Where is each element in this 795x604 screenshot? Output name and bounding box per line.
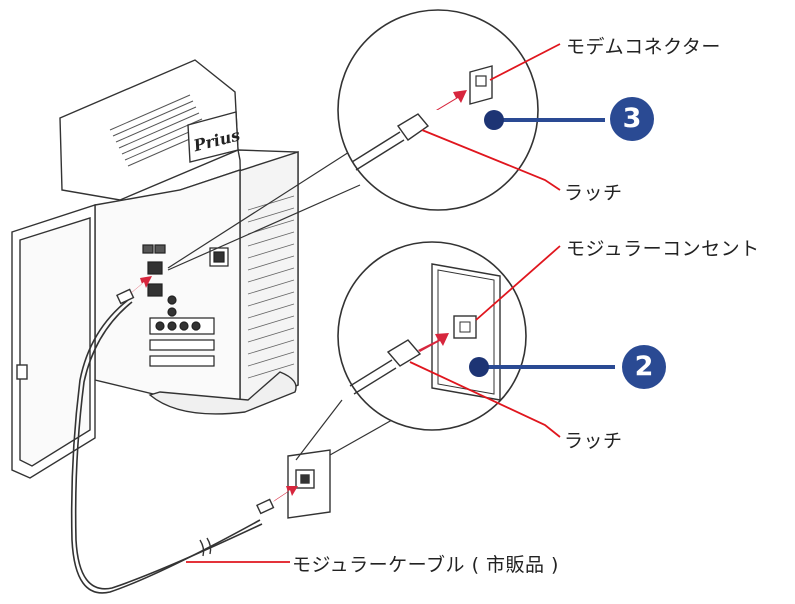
label-modem-connector: モデムコネクター [566, 36, 721, 58]
insert-arrow [273, 486, 298, 502]
zoom-callout-bottom [295, 241, 527, 461]
wall-plug-small [256, 498, 275, 515]
rear-panel [94, 169, 241, 409]
step-2-badge: 2 [622, 345, 666, 389]
label-latch-top: ラッチ [564, 182, 623, 204]
leader-modem-connector [489, 43, 561, 81]
computer-unit: Prius [11, 59, 299, 479]
label-latch-bottom: ラッチ [564, 430, 623, 452]
door-hinge [16, 364, 28, 380]
expansion-slot [149, 339, 215, 351]
door-inner [19, 217, 91, 467]
zoom-callout-top [167, 9, 539, 271]
insert-arrow [436, 90, 467, 110]
cable-break [199, 537, 212, 557]
modem-port [147, 261, 163, 275]
cable-plug [116, 288, 135, 305]
rear-ports [142, 244, 229, 367]
label-modular-outlet: モジュラーコンセント [566, 238, 760, 260]
step-2-dot [469, 357, 489, 377]
leader-latch-bottom [409, 361, 561, 438]
insert-arrow [130, 276, 152, 294]
lan-port [147, 283, 163, 297]
rj-plug [386, 339, 422, 367]
modular-cable [70, 299, 263, 594]
insert-arrow [418, 333, 449, 352]
leader-modular-outlet [475, 245, 561, 321]
usb-port [154, 244, 166, 254]
expansion-slot [149, 355, 215, 367]
usb-port [142, 244, 154, 254]
step-3-badge: 3 [610, 97, 654, 141]
stand [148, 371, 297, 415]
leader-latch-top [421, 129, 561, 191]
side-vent-grid [247, 195, 295, 379]
label-modular-cable: モジュラーケーブル ( 市販品 ) [292, 554, 559, 576]
step-3-dot [484, 110, 504, 130]
logo-plate [187, 111, 239, 163]
rj-plug [396, 113, 430, 141]
wall-outlet-small [287, 449, 331, 519]
step-markers [469, 110, 615, 377]
leader-lines [186, 43, 561, 563]
